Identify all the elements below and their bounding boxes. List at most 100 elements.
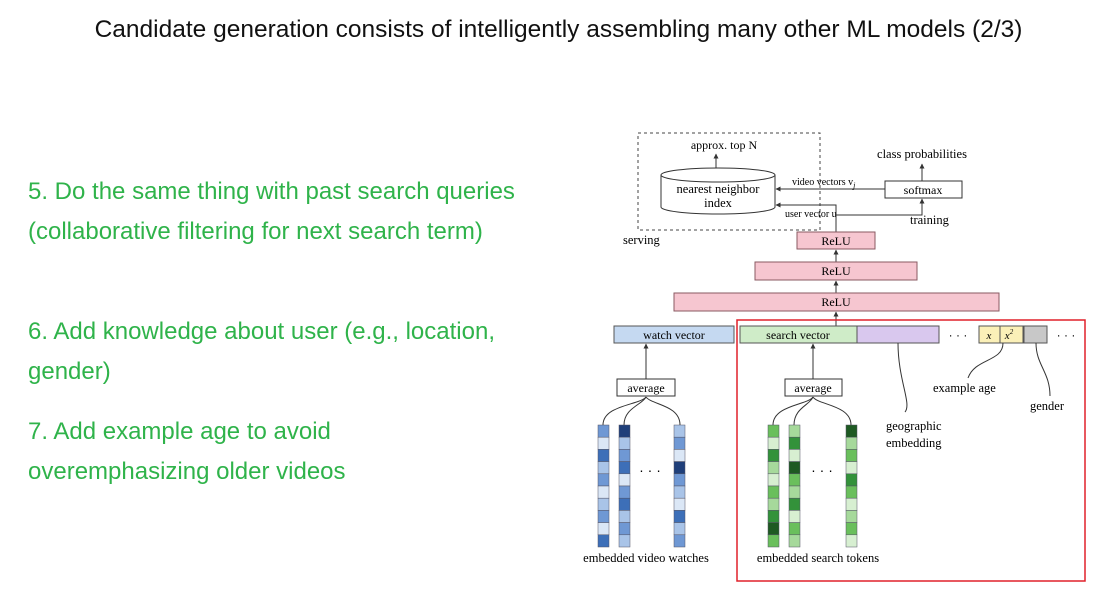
search-embedding-cell <box>845 424 858 438</box>
search-embedding-cell <box>767 461 780 475</box>
geo-label-line2: embedding <box>886 436 942 450</box>
search-embedding-cell <box>845 485 858 499</box>
search-embedding-cell <box>767 510 780 523</box>
approx-top-n-label: approx. top N <box>691 138 758 152</box>
relu-middle-label: ReLU <box>821 264 851 278</box>
search-pooling-curves <box>772 396 852 426</box>
search-embedding-cell <box>788 424 801 438</box>
watch-embedding-cell <box>597 436 610 450</box>
search-embedding-cell <box>767 436 780 450</box>
search-embedding-cell <box>788 449 801 462</box>
watch-embedding-cell <box>597 461 610 475</box>
embedded-search-tokens-label: embedded search tokens <box>757 551 879 565</box>
average-search-label: average <box>794 381 831 395</box>
watch-embedding-cell <box>618 461 631 475</box>
search-embedding-cell <box>788 510 801 523</box>
ellipsis-1: · · · <box>949 328 968 342</box>
search-embedding-cell <box>788 436 801 450</box>
search-vector-label: search vector <box>766 328 830 342</box>
highlight-box <box>736 319 1086 582</box>
serving-label: serving <box>623 233 661 247</box>
watch-embedding-cell <box>597 424 610 438</box>
watch-pooling-curves <box>602 396 681 426</box>
bullet-user-knowledge: 6. Add knowledge about user (e.g., locat… <box>28 318 495 385</box>
search-embedding-cell <box>767 534 780 548</box>
watch-embedding-cell <box>673 461 686 475</box>
softmax-label: softmax <box>904 183 943 197</box>
watch-embedding-cell <box>597 449 610 462</box>
watch-embedding-cell <box>673 510 686 523</box>
average-watch-label: average <box>627 381 664 395</box>
bullet-search-queries: 5. Do the same thing with past search qu… <box>28 178 515 245</box>
search-embedding-cell <box>845 497 858 511</box>
watch-embedding-cell <box>673 449 686 462</box>
watch-embedding-cell <box>673 485 686 499</box>
watch-embedding-cell <box>618 497 631 511</box>
watch-embedding-cell <box>673 424 686 438</box>
search-embedding-cell <box>845 522 858 536</box>
bullet-example-age: 7. Add example age to avoid overemphasiz… <box>28 418 346 485</box>
geo-leader-line <box>897 342 908 413</box>
embedded-video-watch-columns <box>597 424 686 548</box>
x-label: x <box>986 330 992 342</box>
x2-label: x2 <box>1004 328 1014 342</box>
geographic-embedding-box <box>856 325 940 344</box>
search-embedding-cell <box>767 497 780 511</box>
search-embedding-cell <box>767 449 780 462</box>
watch-embedding-cell <box>618 534 631 548</box>
watch-embedding-cell <box>618 449 631 462</box>
ellipsis-2: · · · <box>1057 328 1076 342</box>
watch-embedding-cell <box>618 522 631 536</box>
age-leader-line <box>967 342 1004 379</box>
watch-embedding-cell <box>597 497 610 511</box>
search-embedding-cell <box>788 473 801 487</box>
search-embedding-cell <box>767 485 780 499</box>
watch-embedding-cell <box>618 436 631 450</box>
search-embedding-cell <box>845 449 858 462</box>
user-vector-label: user vector u <box>785 209 837 220</box>
example-age-x2-box <box>999 325 1024 344</box>
search-embedding-cell <box>845 436 858 450</box>
average-watch-box <box>616 378 676 397</box>
video-vectors-label: video vectors vj <box>792 177 856 190</box>
watch-embedding-cell <box>597 473 610 487</box>
gender-leader-line <box>1035 342 1051 397</box>
example-age-label: example age <box>933 381 996 395</box>
slide-title: Candidate generation consists of intelli… <box>94 16 1023 43</box>
watch-embedding-cell <box>673 522 686 536</box>
nn-index-line2: index <box>704 196 733 210</box>
search-embedding-cell <box>788 522 801 536</box>
embedded-video-watches-label: embedded video watches <box>583 551 709 565</box>
search-embedding-cell <box>788 485 801 499</box>
search-embedding-cell <box>767 424 780 438</box>
search-embedding-cell <box>845 510 858 523</box>
relu-layer-middle <box>754 261 918 281</box>
serving-region <box>637 132 821 231</box>
relu-bottom-label: ReLU <box>821 295 851 309</box>
search-embedding-cell <box>767 522 780 536</box>
average-search-box <box>784 378 843 397</box>
watch-embedding-cell <box>618 473 631 487</box>
search-embedding-cell <box>845 461 858 475</box>
search-columns-ellipsis: · · · <box>811 462 833 478</box>
watch-embedding-cell <box>618 485 631 499</box>
training-label: training <box>910 213 950 227</box>
watch-vector-box <box>613 325 735 344</box>
watch-vector-label: watch vector <box>643 328 705 342</box>
watch-embedding-cell <box>673 497 686 511</box>
search-embedding-cell <box>788 461 801 475</box>
search-embedding-cell <box>788 497 801 511</box>
watch-embedding-cell <box>673 534 686 548</box>
geo-label-line1: geographic <box>886 419 942 433</box>
nearest-neighbor-index-cylinder <box>660 167 776 215</box>
embedded-search-token-columns <box>767 424 858 548</box>
search-embedding-cell <box>845 473 858 487</box>
gender-box <box>1023 325 1048 344</box>
gender-label: gender <box>1030 399 1065 413</box>
watch-embedding-cell <box>597 485 610 499</box>
relu-layer-top <box>796 231 876 250</box>
nn-index-line1: nearest neighbor <box>677 182 761 196</box>
watch-embedding-cell <box>597 510 610 523</box>
relu-top-label: ReLU <box>821 234 851 248</box>
